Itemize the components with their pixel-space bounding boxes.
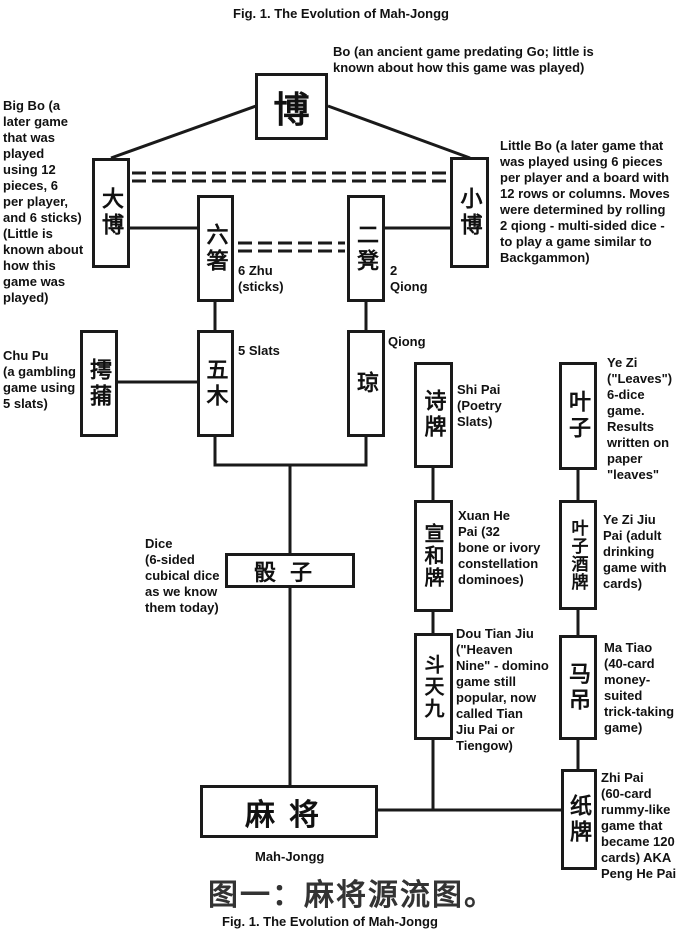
label-big-bo: Big Bo (a later game that was played usi… <box>3 98 84 305</box>
label-ye-zi-jiu-pai: Ye Zi Jiu Pai (adult drinking game with … <box>603 512 667 591</box>
node-mahjong: 麻将 <box>200 785 378 838</box>
label-ma-tiao: Ma Tiao (40-card money- suited trick-tak… <box>604 640 675 735</box>
node-ye-zi-jiu-pai: 叶子酒牌 <box>559 500 597 610</box>
node-six-zhu: 六箸 <box>197 195 234 302</box>
node-dou-tian-jiu: 斗天九 <box>414 633 453 740</box>
node-two-qiong: 二凳 <box>347 195 385 302</box>
node-ma-tiao: 马吊 <box>559 635 597 740</box>
node-shi-pai: 诗牌 <box>414 362 453 468</box>
label-bo: Bo (an ancient game predating Go; little… <box>333 44 594 75</box>
node-bo: 博 <box>255 73 328 140</box>
node-big-bo: 大博 <box>92 158 130 268</box>
label-ye-zi: Ye Zi ("Leaves") 6-dice game. Results wr… <box>607 355 673 482</box>
label-shi-pai: Shi Pai (Poetry Slats) <box>457 382 502 429</box>
figure-title-top: Fig. 1. The Evolution of Mah-Jongg <box>233 6 449 21</box>
node-chu-pu: 摴蒱 <box>80 330 118 437</box>
edge-five-slats-qiong-join <box>213 437 368 467</box>
label-five-slats: 5 Slats <box>238 343 280 358</box>
node-little-bo: 小博 <box>450 157 489 268</box>
node-zhi-pai: 纸牌 <box>561 769 597 870</box>
node-xuan-he-pai: 宣和牌 <box>414 500 453 612</box>
label-six-zhu: 6 Zhu (sticks) <box>238 263 284 294</box>
label-qiong: Qiong <box>388 334 426 349</box>
node-ye-zi: 叶子 <box>559 362 597 470</box>
label-dou-tian-jiu: Dou Tian Jiu ("Heaven Nine" - domino gam… <box>456 626 549 753</box>
figure-title-bottom: Fig. 1. The Evolution of Mah-Jongg <box>222 914 438 929</box>
label-two-qiong: 2 Qiong <box>390 263 428 294</box>
node-five-slats: 五木 <box>197 330 234 437</box>
label-xuan-he-pai: Xuan He Pai (32 bone or ivory constellat… <box>458 508 541 587</box>
label-chu-pu: Chu Pu (a gambling game using 5 slats) <box>3 348 76 411</box>
edge-bo-big-bo <box>110 104 257 160</box>
edge-bo-little-bo <box>327 104 471 160</box>
label-mahjong: Mah-Jongg <box>255 849 325 864</box>
label-little-bo: Little Bo (a later game that was played … <box>500 138 670 265</box>
node-qiong: 琼 <box>347 330 385 437</box>
figure-caption-cjk: 图一：麻将源流图。 <box>208 878 496 913</box>
label-zhi-pai: Zhi Pai (60-card rummy-like game that be… <box>601 770 677 881</box>
node-dice: 骰子 <box>225 553 355 588</box>
label-dice: Dice (6-sided cubical dice as we know th… <box>145 536 220 615</box>
